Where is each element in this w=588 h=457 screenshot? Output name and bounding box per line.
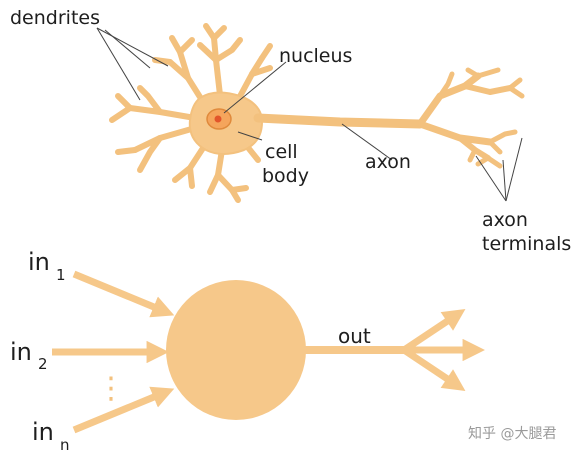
input-label-2: in: [10, 338, 32, 366]
label-nucleus: nucleus: [279, 45, 352, 67]
label-body: body: [262, 165, 309, 187]
label-axon-terminals-line2: terminals: [482, 233, 571, 255]
label-axon: axon: [365, 151, 411, 173]
axon-fiber: [253, 67, 525, 169]
output-label: out: [338, 324, 371, 348]
output-arrow-up: [402, 309, 466, 353]
input-label-n: in: [32, 418, 54, 446]
biological-neuron: dendrites nucleus cell body axon axon te…: [10, 7, 571, 255]
pointer-lines: [96, 27, 523, 202]
input-subscript-2: 2: [38, 355, 48, 373]
input-subscript-1: 1: [56, 266, 66, 284]
nucleolus: [214, 115, 222, 123]
input-arrow-n: [72, 386, 175, 434]
artificial-neuron: ⋮ in 1 in 2 in n out: [10, 248, 485, 454]
label-axon-terminals-line1: axon: [482, 209, 528, 231]
input-arrow-1: [72, 270, 175, 318]
label-cell: cell: [265, 141, 298, 163]
label-dendrites: dendrites: [10, 7, 100, 29]
output-arrow-down: [402, 347, 466, 391]
neuron-circle: [166, 280, 306, 420]
input-ellipsis: ⋮: [96, 371, 126, 406]
input-subscript-n: n: [60, 436, 70, 454]
dendrite-branches: [109, 23, 273, 203]
input-label-1: in: [28, 248, 50, 276]
watermark: 知乎 @大腿君: [468, 425, 556, 442]
